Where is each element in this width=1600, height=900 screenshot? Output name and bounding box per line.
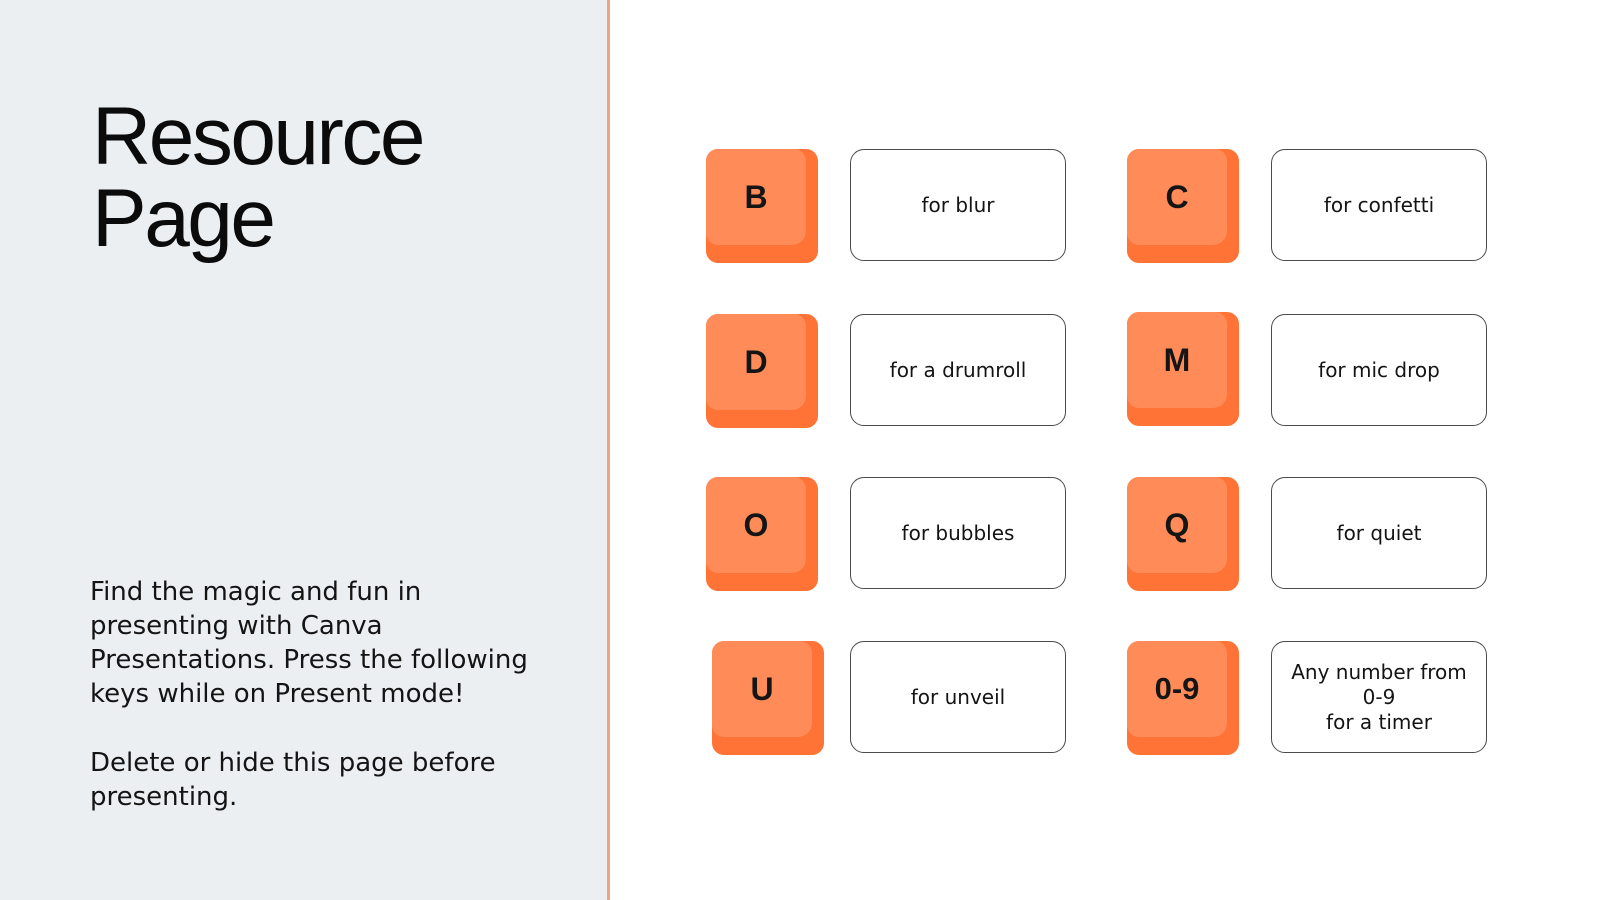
key-q-description: for quiet [1271,477,1487,589]
intro-text: Find the magic and fun in presenting wit… [90,577,528,709]
key-c-keycap: C [1127,149,1239,263]
key-c-label: C [1165,178,1189,215]
key-u-keycap: U [712,641,824,755]
hide-page-note: Delete or hide this page before presenti… [90,748,496,812]
key-b-keycap: B [706,149,818,263]
key-0-9-description: Any number from 0-9 for a timer [1271,641,1487,753]
key-b-label: B [744,178,768,215]
key-o-keycap: O [706,477,818,591]
key-m-description: for mic drop [1271,314,1487,426]
page-title: Resource Page [92,91,425,264]
key-d-description: for a drumroll [850,314,1066,426]
panel-divider [607,0,610,900]
key-m-keycap: M [1127,312,1239,426]
page-title-line-1: Resource [92,91,425,182]
key-o-label: O [743,506,769,543]
key-m-label: M [1163,341,1191,378]
key-q-label: Q [1164,506,1190,543]
key-u-label: U [750,670,774,707]
page-title-line-2: Page [92,173,276,264]
key-q-keycap: Q [1127,477,1239,591]
key-b-description: for blur [850,149,1066,261]
key-o-description: for bubbles [850,477,1066,589]
key-d-keycap: D [706,314,818,428]
key-0-9-label: 0-9 [1154,671,1200,706]
key-d-label: D [744,343,768,380]
key-0-9-keycap: 0-9 [1127,641,1239,755]
key-c-description: for confetti [1271,149,1487,261]
left-panel: Resource Page Find the magic and fun in … [0,0,607,900]
key-u-description: for unveil [850,641,1066,753]
